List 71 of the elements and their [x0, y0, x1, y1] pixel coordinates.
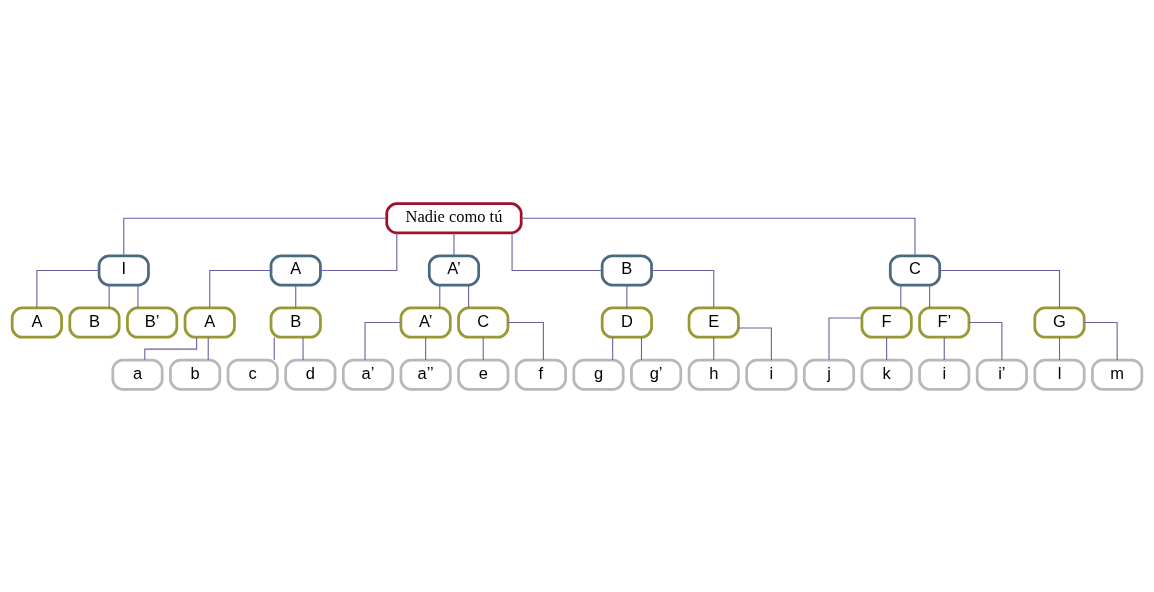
connector: [273, 336, 275, 361]
connector: [943, 336, 945, 361]
connector: [520, 217, 916, 256]
connector: [207, 336, 209, 361]
connector: [123, 217, 387, 256]
connector: [453, 232, 455, 256]
connector: [295, 284, 297, 308]
node-box: A’: [427, 253, 481, 286]
node-box: A: [183, 306, 236, 339]
connector: [144, 336, 198, 360]
node-box: m: [1091, 358, 1144, 391]
node-box: i: [918, 358, 971, 391]
node-box: E: [687, 306, 740, 339]
node-box: B: [600, 253, 653, 286]
node-box: F’: [918, 306, 971, 339]
connector: [302, 336, 304, 361]
node-box: a’: [341, 358, 395, 391]
connector: [640, 336, 643, 361]
node-box: F: [860, 306, 913, 339]
connector: [425, 336, 427, 361]
node-box: e: [457, 358, 510, 391]
node-box: f: [514, 358, 567, 391]
node-box: i: [745, 358, 798, 391]
connector: [482, 336, 484, 361]
connector: [939, 269, 1061, 308]
connector: [886, 336, 888, 361]
node-box: A: [269, 253, 322, 286]
node-box: d: [284, 358, 337, 391]
connector: [1058, 336, 1061, 361]
connector: [511, 232, 603, 271]
connector: [828, 316, 863, 360]
connector: [439, 284, 441, 308]
node-box: G: [1033, 306, 1086, 339]
connector: [209, 269, 272, 308]
node-box: j: [802, 358, 856, 391]
connector: [319, 232, 398, 271]
node-box: Nadie como tú: [385, 201, 523, 234]
connector: [929, 284, 931, 308]
node-box: A: [10, 306, 63, 339]
connector: [36, 269, 100, 308]
connector: [612, 336, 614, 361]
connector: [364, 321, 402, 360]
node-box: B: [68, 306, 121, 339]
connector: [137, 284, 139, 308]
node-box: i’: [975, 358, 1028, 391]
node-box: C: [457, 306, 510, 339]
connector: [651, 269, 715, 308]
connector: [1083, 321, 1118, 360]
node-box: I: [97, 253, 150, 286]
node-box: l: [1033, 358, 1086, 391]
node-box: b: [169, 358, 222, 391]
connector: [468, 284, 470, 308]
node-box: a’’: [399, 358, 452, 391]
node-box: k: [860, 358, 913, 391]
connector: [737, 327, 772, 360]
node-box: c: [226, 358, 279, 391]
node-box: B’: [126, 306, 179, 339]
node-box: g’: [630, 358, 683, 391]
connector: [968, 321, 1003, 360]
connector: [900, 284, 902, 308]
connector: [108, 284, 110, 308]
node-box: a: [111, 358, 164, 391]
connector: [626, 284, 628, 308]
node-box: h: [687, 358, 740, 391]
node-box: D: [600, 306, 653, 339]
node-box: A’: [399, 306, 452, 339]
node-box: B: [269, 306, 322, 339]
node-box: g: [572, 358, 625, 391]
connector: [713, 336, 715, 361]
connector: [507, 321, 544, 360]
node-box: C: [888, 253, 942, 286]
